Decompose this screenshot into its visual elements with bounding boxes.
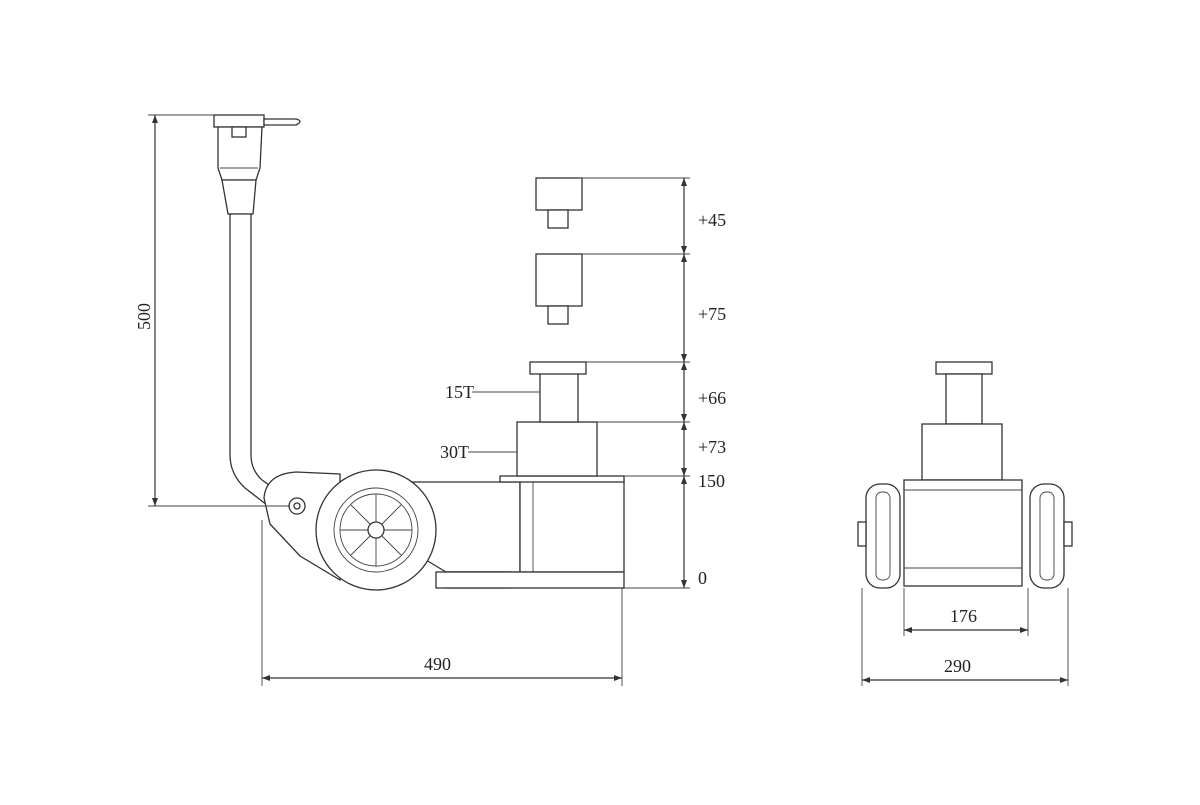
dim-level-0: 0 <box>698 568 707 588</box>
front-body <box>903 479 1023 587</box>
dim-step-73: +73 <box>698 437 726 457</box>
callout-30t: 30T <box>440 442 469 462</box>
front-saddle <box>935 361 993 375</box>
front-right-wheel <box>1029 483 1065 589</box>
dim-inner-width: 176 <box>950 606 977 626</box>
callout-15t: 15T <box>445 382 474 402</box>
side-wheel-rim <box>333 487 419 573</box>
stage-15t-saddle <box>529 361 587 375</box>
height-dimension-ticks <box>681 178 687 588</box>
handle-taper <box>221 179 257 215</box>
pivot-pin-center <box>293 502 301 510</box>
extension-75-pin <box>547 305 569 325</box>
handle-top-plate <box>213 114 265 128</box>
dim-step-66: +66 <box>698 388 726 408</box>
extension-75 <box>535 253 583 307</box>
front-right-axle <box>1063 521 1073 547</box>
front-right-wheel-rim <box>1039 491 1055 581</box>
jack-front-view <box>857 361 1073 589</box>
dim-handle-height: 500 <box>134 303 154 330</box>
dim-base-length: 490 <box>424 654 451 674</box>
stage-30t <box>516 421 598 477</box>
height-extension-lines <box>578 177 690 589</box>
dim-step-75: +75 <box>698 304 726 324</box>
side-wheel-spokes <box>340 494 412 566</box>
handle-lever <box>263 118 301 126</box>
dim-outer-width: 290 <box>944 656 971 676</box>
extension-45 <box>535 177 583 211</box>
dim-step-45: +45 <box>698 210 726 230</box>
main-cylinder <box>519 479 625 573</box>
base-plate <box>435 571 625 589</box>
stage-15t <box>539 371 579 423</box>
main-cylinder-cap <box>499 475 625 483</box>
handle-valve-cap <box>231 126 247 138</box>
front-left-wheel-rim <box>875 491 891 581</box>
jack-body-side <box>263 177 625 591</box>
front-left-axle <box>857 521 867 547</box>
front-stage-15t <box>945 373 983 425</box>
handle-assembly <box>213 114 301 513</box>
dim-level-150: 150 <box>698 471 725 491</box>
front-stage-30t <box>921 423 1003 481</box>
front-left-wheel <box>865 483 901 589</box>
side-wheel-hub <box>367 521 385 539</box>
handle-tube <box>229 213 292 513</box>
extension-45-pin <box>547 209 569 229</box>
